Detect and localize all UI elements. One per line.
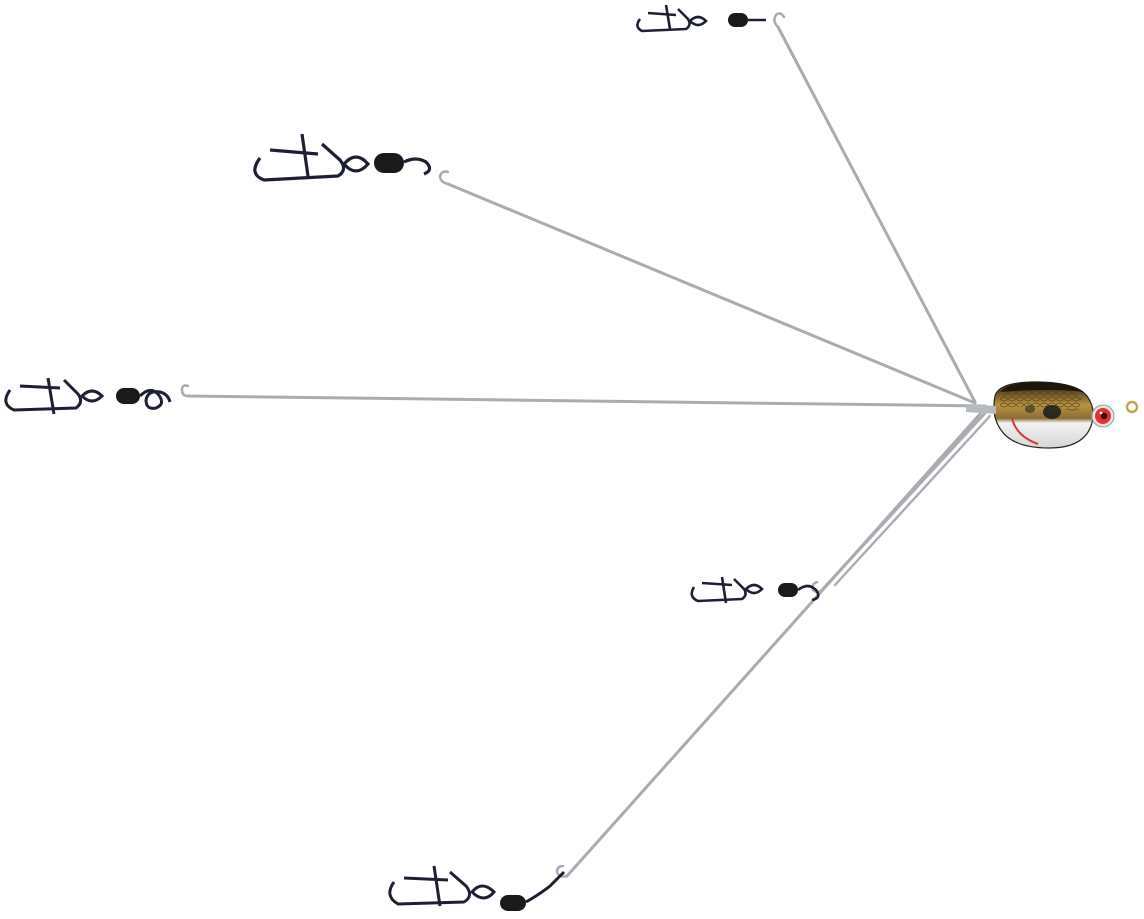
swivel-loop (79, 389, 105, 403)
lure-head-spot (1043, 405, 1061, 419)
swivel-ring (525, 870, 566, 904)
snap-clip (690, 576, 747, 604)
swivel-barrel (374, 153, 404, 173)
swivel-barrel (116, 388, 140, 404)
swivel-loop (744, 583, 764, 595)
lure-head-scales (1000, 386, 1082, 412)
swivel-barrel (500, 895, 526, 911)
snap-swivel-lower (690, 576, 820, 604)
arm-end-hooks (180, 12, 824, 878)
lure-head-back-stripe (1000, 382, 1084, 392)
wire-arm-upper (446, 182, 977, 405)
arm-end-hook (773, 12, 786, 29)
arm-end-hook (438, 170, 450, 186)
arm-end-hook (180, 384, 190, 398)
lure-eye-pupil (1100, 412, 1108, 420)
arm-end-hook (555, 864, 569, 878)
arm-end-hook (811, 580, 824, 594)
wire-arm-top (776, 25, 977, 404)
swivel-barrel (728, 13, 748, 27)
swivel-ring (403, 157, 432, 176)
swivel-loop (469, 884, 497, 900)
wire-arm-bottom-brace (833, 414, 992, 587)
snap-swivel-top (636, 4, 766, 33)
snap-clip (388, 865, 471, 907)
snap-swivel-upper (253, 133, 432, 182)
wire-arms (186, 25, 992, 878)
snap-swivel-bottom (388, 865, 566, 911)
swivel-ring (138, 389, 172, 410)
wire-junction (966, 404, 996, 414)
swivel-ring (797, 584, 820, 602)
lure-line-tie (1125, 400, 1139, 414)
wire-arm-middle (186, 394, 987, 408)
lure-head (993, 381, 1139, 449)
lure-head-spot (1025, 405, 1035, 413)
lure-head-gill (1011, 417, 1039, 445)
lure-eye-glint (1099, 411, 1103, 415)
wire-arm-bottom (565, 412, 982, 878)
snap-swivel-middle (4, 377, 172, 415)
swivel-barrel (778, 583, 798, 597)
swivel-loop (688, 15, 708, 27)
snap-clip (4, 377, 83, 415)
swivel-loop (341, 155, 371, 173)
